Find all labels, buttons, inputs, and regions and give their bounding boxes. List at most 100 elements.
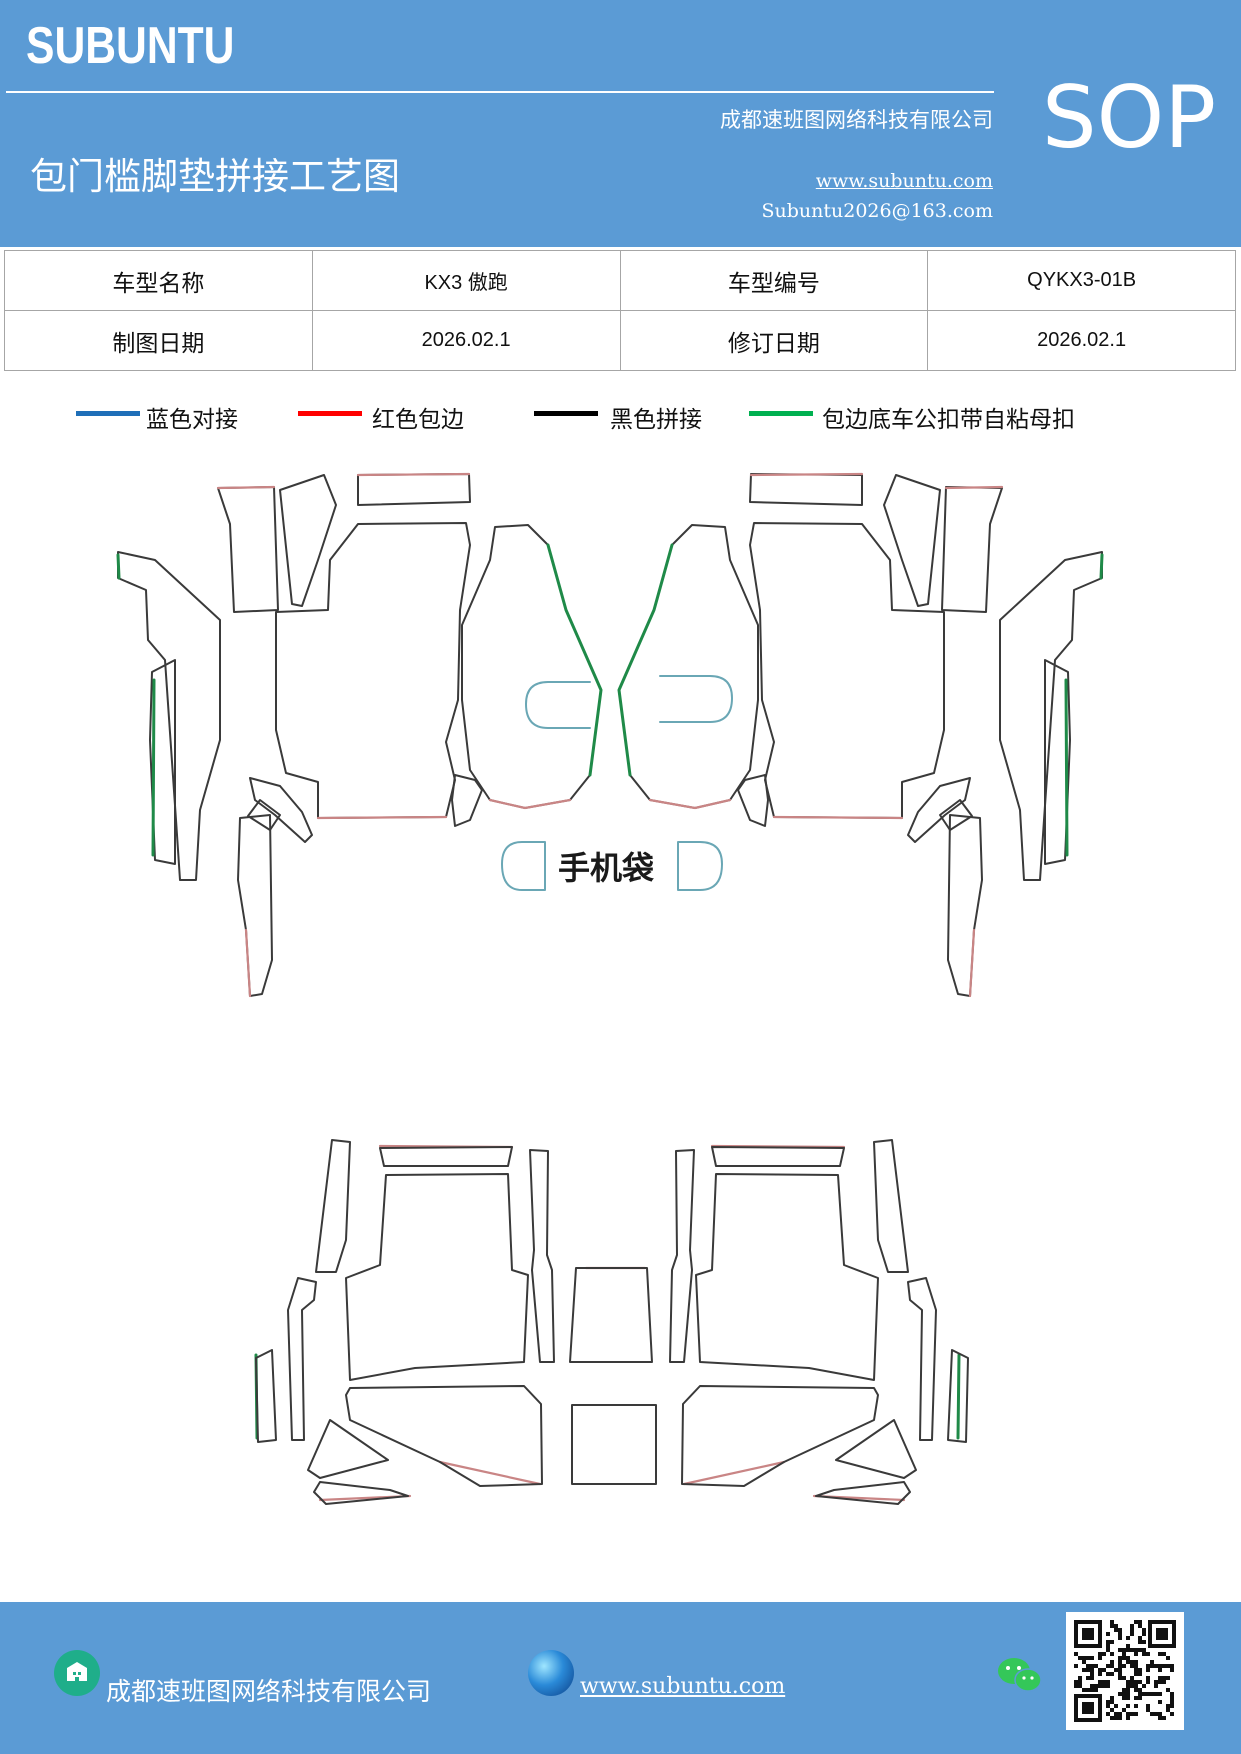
qr-module <box>1142 1692 1146 1696</box>
qr-module <box>1130 1660 1134 1664</box>
qr-module <box>1118 1664 1122 1668</box>
qr-module <box>1110 1640 1114 1644</box>
mat-panel <box>255 1349 277 1443</box>
qr-module <box>1170 1704 1174 1708</box>
mat-panel <box>237 814 273 997</box>
qr-module <box>1162 1676 1166 1680</box>
qr-module <box>1134 1672 1138 1676</box>
mat-panel <box>345 1173 529 1381</box>
qr-module <box>1118 1716 1122 1720</box>
pocket-shape <box>525 681 591 729</box>
qr-module <box>1086 1676 1090 1680</box>
qr-module <box>1078 1680 1082 1684</box>
qr-module <box>1078 1684 1082 1688</box>
qr-module <box>1122 1664 1126 1668</box>
qr-module <box>1154 1712 1158 1716</box>
qr-module <box>1130 1632 1134 1636</box>
qr-module <box>1166 1664 1170 1668</box>
qr-module <box>1150 1712 1154 1716</box>
phone-pocket-shapes <box>501 675 733 891</box>
mat-panel <box>711 1146 845 1167</box>
mat-panel <box>749 473 863 506</box>
velcro-edge <box>617 543 674 777</box>
binding-edge <box>438 1460 542 1486</box>
mat-panel <box>815 1481 911 1505</box>
revise-date-value: 2026.02.1 <box>927 310 1236 371</box>
mat-panel <box>149 659 176 865</box>
model-code-label: 车型编号 <box>619 250 929 311</box>
mat-panel <box>569 1267 653 1363</box>
footer-website-link[interactable]: www.subuntu.com <box>580 1674 786 1699</box>
qr-module <box>1146 1652 1150 1656</box>
qr-module <box>1114 1668 1118 1672</box>
model-name-value: KX3 傲跑 <box>311 250 621 311</box>
mat-panel <box>618 524 759 809</box>
binding-edge <box>968 928 976 998</box>
mat-panel <box>695 1173 879 1381</box>
qr-module <box>1118 1636 1122 1640</box>
qr-module <box>1158 1712 1162 1716</box>
binding-edge <box>244 928 252 998</box>
footer-company-name: 成都速班图网络科技有限公司 <box>106 1677 432 1706</box>
qr-module <box>1170 1700 1174 1704</box>
mat-panel <box>947 1349 969 1443</box>
qr-module <box>1078 1656 1082 1660</box>
mat-panel <box>357 473 471 506</box>
table-row: 车型名称 KX3 傲跑 车型编号 QYKX3-01B <box>4 250 1236 311</box>
binding-edges <box>216 472 1004 1502</box>
qr-module <box>1170 1692 1174 1696</box>
qr-module <box>1130 1712 1134 1716</box>
website-link[interactable]: www.subuntu.com <box>815 170 993 192</box>
mat-panel <box>681 1385 879 1487</box>
qr-module <box>1134 1660 1138 1664</box>
wechat-icon[interactable] <box>996 1654 1044 1696</box>
qr-module <box>1130 1664 1134 1668</box>
qr-module <box>1106 1648 1110 1652</box>
qr-module <box>1098 1684 1102 1688</box>
qr-module <box>1086 1668 1090 1672</box>
velcro-edge <box>116 553 121 580</box>
qr-module <box>1126 1656 1130 1660</box>
qr-module <box>1134 1704 1138 1708</box>
qr-module <box>1106 1712 1110 1716</box>
qr-module <box>1122 1648 1126 1652</box>
sop-badge: SOP <box>1042 68 1217 168</box>
qr-module <box>1082 1656 1086 1660</box>
header-divider <box>6 91 994 93</box>
qr-module <box>1150 1660 1154 1664</box>
qr-module <box>1090 1656 1094 1660</box>
mat-panel <box>247 799 281 831</box>
qr-module <box>1154 1664 1158 1668</box>
qr-module <box>1130 1648 1134 1652</box>
velcro-edge <box>1064 678 1069 857</box>
qr-module <box>1158 1700 1162 1704</box>
qr-module <box>1138 1672 1142 1676</box>
qr-module <box>1134 1648 1138 1652</box>
qr-module <box>1122 1708 1126 1712</box>
qr-module <box>1126 1696 1130 1700</box>
qr-module <box>1126 1644 1130 1648</box>
model-name-label: 车型名称 <box>4 250 313 311</box>
qr-module <box>1074 1680 1078 1684</box>
floor-mat-diagram <box>116 472 1104 1505</box>
qr-module <box>1118 1656 1122 1660</box>
qr-module <box>1142 1640 1146 1644</box>
qr-module <box>1074 1652 1078 1656</box>
qr-module <box>1134 1668 1138 1672</box>
qr-module <box>1138 1696 1142 1700</box>
qr-module <box>1106 1700 1110 1704</box>
mat-panel <box>669 1149 695 1363</box>
qr-module <box>1146 1676 1150 1680</box>
qr-module <box>1126 1712 1130 1716</box>
lower-left-panels <box>255 1139 657 1505</box>
header-banner: SUBUNTU 成都速班图网络科技有限公司 包门槛脚垫拼接工艺图 www.sub… <box>0 0 1241 247</box>
legend-swatch <box>298 411 362 416</box>
qr-module <box>1098 1668 1102 1672</box>
qr-module <box>1146 1680 1150 1684</box>
qr-module <box>1138 1680 1142 1684</box>
mat-panel <box>749 522 945 819</box>
qr-module <box>1122 1688 1126 1692</box>
qr-module <box>1166 1688 1170 1692</box>
qr-module <box>1114 1628 1118 1632</box>
lower-right-panels <box>669 1139 969 1505</box>
